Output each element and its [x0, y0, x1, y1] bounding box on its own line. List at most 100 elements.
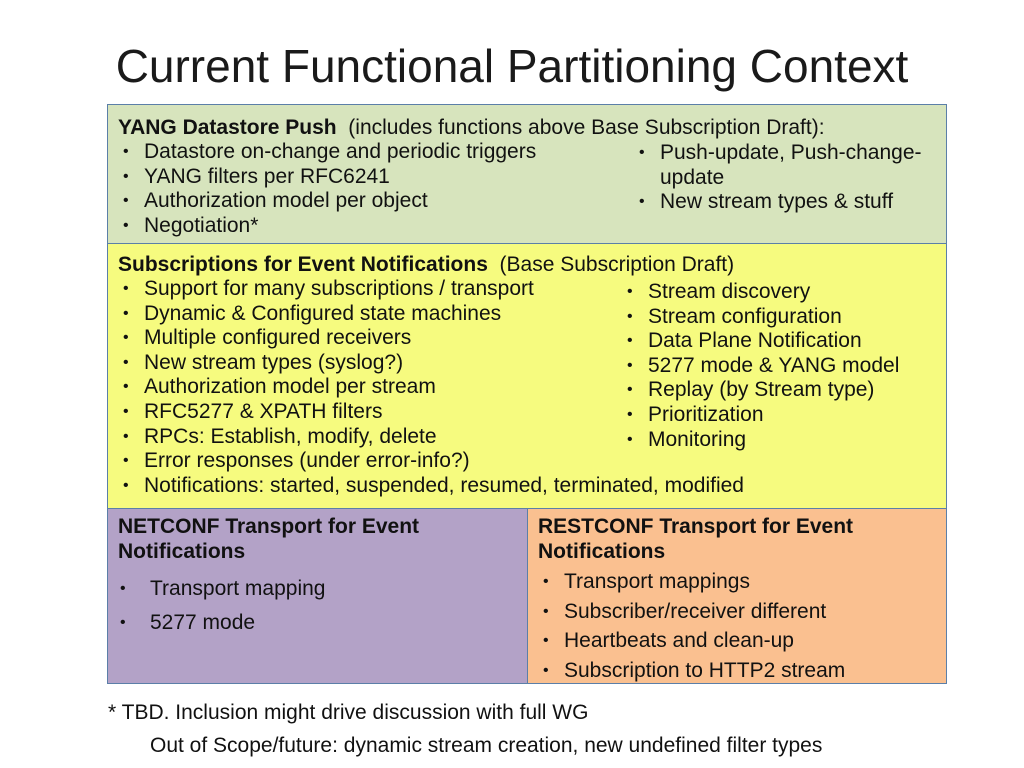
bullet-icon: •	[123, 304, 129, 322]
bullet-icon: •	[543, 573, 549, 590]
bullet-icon: •	[123, 192, 129, 210]
list-item-text: Data Plane Notification	[648, 329, 862, 353]
yang-push-heading: YANG Datastore Push (includes functions …	[118, 115, 825, 140]
bullet-icon: •	[123, 280, 129, 297]
bullet-icon: •	[123, 216, 129, 234]
list-item-text: RFC5277 & XPATH filters	[144, 399, 383, 423]
list-item: • Authorization model per object	[120, 189, 536, 214]
list-item: • Prioritization	[624, 403, 899, 428]
list-item-text: Error responses (under error-info?)	[144, 449, 470, 473]
list-item: • New stream types & stuff	[636, 190, 936, 215]
list-item-text: Stream configuration	[648, 304, 842, 328]
list-item: • Negotiation*	[120, 214, 536, 239]
list-item: • Transport mappings	[540, 567, 845, 597]
list-item-text: Authorization model per object	[144, 189, 428, 213]
list-item: • RPCs: Establish, modify, delete	[120, 425, 744, 450]
restconf-list: • Transport mappings •Subscriber/receiver…	[540, 567, 845, 685]
list-item-text: RPCs: Establish, modify, delete	[144, 424, 437, 448]
list-item-text: Negotiation*	[144, 213, 259, 237]
list-item-text: Push-update, Push-change-update	[660, 141, 922, 189]
netconf-heading: NETCONF Transport for Event Notification…	[118, 514, 518, 564]
bullet-icon: •	[627, 405, 633, 423]
list-item: • Stream discovery	[624, 280, 899, 305]
list-item: • Replay (by Stream type)	[624, 378, 899, 403]
list-item: • Heartbeats and clean-up	[540, 626, 845, 656]
bullet-icon: •	[123, 143, 129, 160]
list-item: • Transport mapping	[120, 572, 325, 606]
bullet-icon: •	[627, 307, 633, 325]
bullet-icon: •	[123, 402, 129, 420]
bullet-icon: •	[627, 430, 633, 448]
bullet-icon: •	[123, 167, 129, 185]
list-item-text: Support for many subscriptions / transpo…	[144, 277, 534, 300]
bullet-icon: •	[627, 356, 633, 374]
bullet-icon: •	[120, 614, 126, 631]
list-item: • New stream types (syslog?)	[120, 351, 744, 376]
bullet-icon: •	[543, 632, 549, 649]
yang-push-right-list: •Push-update, Push-change-update • New st…	[636, 141, 936, 215]
bullet-icon: •	[543, 661, 549, 679]
list-item-text: Stream discovery	[648, 280, 811, 303]
list-item-text: 5277 mode & YANG model	[648, 353, 900, 377]
bullet-icon: •	[123, 329, 129, 347]
list-item: • 5277 mode & YANG model	[624, 354, 899, 379]
list-item: •Error responses (under error-info?)	[120, 449, 744, 474]
list-item: •Push-update, Push-change-update	[636, 141, 936, 190]
list-item-text: 5277 mode	[150, 611, 256, 634]
netconf-transport-box: NETCONF Transport for Event Notification…	[107, 508, 528, 684]
list-item-text: Authorization model per stream	[144, 375, 436, 399]
list-item-text: Multiple configured receivers	[144, 326, 412, 350]
list-item-text: Transport mapping	[150, 577, 326, 600]
list-item: • Notifications: started, suspended, resu…	[120, 474, 744, 499]
bullet-icon: •	[627, 381, 633, 399]
list-item-text: Dynamic & Configured state machines	[144, 301, 502, 325]
netconf-list: • Transport mapping • 5277 mode	[120, 572, 325, 640]
bullet-icon: •	[639, 193, 645, 211]
yang-push-heading-note: (includes functions above Base Subscript…	[348, 116, 825, 139]
list-item: • Multiple configured receivers	[120, 326, 744, 351]
yang-push-heading-bold: YANG Datastore Push	[118, 116, 337, 139]
list-item-text: Replay (by Stream type)	[648, 378, 875, 402]
restconf-heading: RESTCONF Transport for Event Notificatio…	[538, 514, 938, 564]
subscriptions-left-list: • Support for many subscriptions / transp…	[120, 277, 744, 498]
restconf-heading-text: RESTCONF Transport for Event Notificatio…	[538, 515, 854, 563]
subscriptions-heading: Subscriptions for Event Notifications (B…	[118, 252, 734, 277]
list-item-text: Heartbeats and clean-up	[564, 629, 794, 652]
list-item: • Stream configuration	[624, 305, 899, 330]
netconf-heading-text: NETCONF Transport for Event Notification…	[118, 515, 420, 563]
list-item: • Data Plane Notification	[624, 329, 899, 354]
list-item-text: Subscription to HTTP2 stream	[564, 658, 846, 682]
subscriptions-right-list: •Stream discovery •Stream configuration …	[624, 280, 899, 452]
bullet-icon: •	[120, 580, 126, 597]
list-item: • 5277 mode	[120, 606, 325, 640]
bullet-icon: •	[627, 283, 633, 300]
yang-push-left-list: •Datastore on-change and periodic trigge…	[120, 140, 536, 238]
list-item: • Authorization model per stream	[120, 375, 744, 400]
bullet-icon: •	[123, 353, 129, 371]
bullet-icon: •	[627, 332, 633, 350]
list-item-text: New stream types & stuff	[660, 190, 894, 214]
footnote-out-of-scope: Out of Scope/future: dynamic stream crea…	[150, 734, 823, 757]
list-item: • Monitoring	[624, 428, 899, 453]
bullet-icon: •	[123, 476, 129, 494]
list-item: •Subscriber/receiver different	[540, 597, 845, 627]
subscriptions-box: Subscriptions for Event Notifications (B…	[107, 243, 947, 509]
slide-title: Current Functional Partitioning Context	[115, 40, 909, 92]
list-item-text: Prioritization	[648, 402, 764, 426]
bullet-icon: •	[123, 427, 129, 445]
list-item-text: YANG filters per RFC6241	[144, 164, 390, 188]
list-item-text: Transport mappings	[564, 570, 750, 593]
list-item: • Support for many subscriptions / transp…	[120, 277, 744, 302]
list-item: •Datastore on-change and periodic trigge…	[120, 140, 536, 165]
yang-datastore-push-box: YANG Datastore Push (includes functions …	[107, 104, 947, 244]
restconf-transport-box: RESTCONF Transport for Event Notificatio…	[527, 508, 947, 684]
bullet-icon: •	[123, 378, 129, 396]
list-item-text: Notifications: started, suspended, resum…	[144, 473, 744, 497]
subscriptions-heading-note: (Base Subscription Draft)	[499, 253, 735, 276]
list-item-text: Monitoring	[648, 427, 747, 451]
footnote-tbd: * TBD. Inclusion might drive discussion …	[108, 701, 589, 724]
list-item: • Subscription to HTTP2 stream	[540, 656, 845, 686]
list-item: • Dynamic & Configured state machines	[120, 302, 744, 327]
subscriptions-heading-bold: Subscriptions for Event Notifications	[118, 253, 488, 276]
list-item-text: New stream types (syslog?)	[144, 350, 404, 374]
